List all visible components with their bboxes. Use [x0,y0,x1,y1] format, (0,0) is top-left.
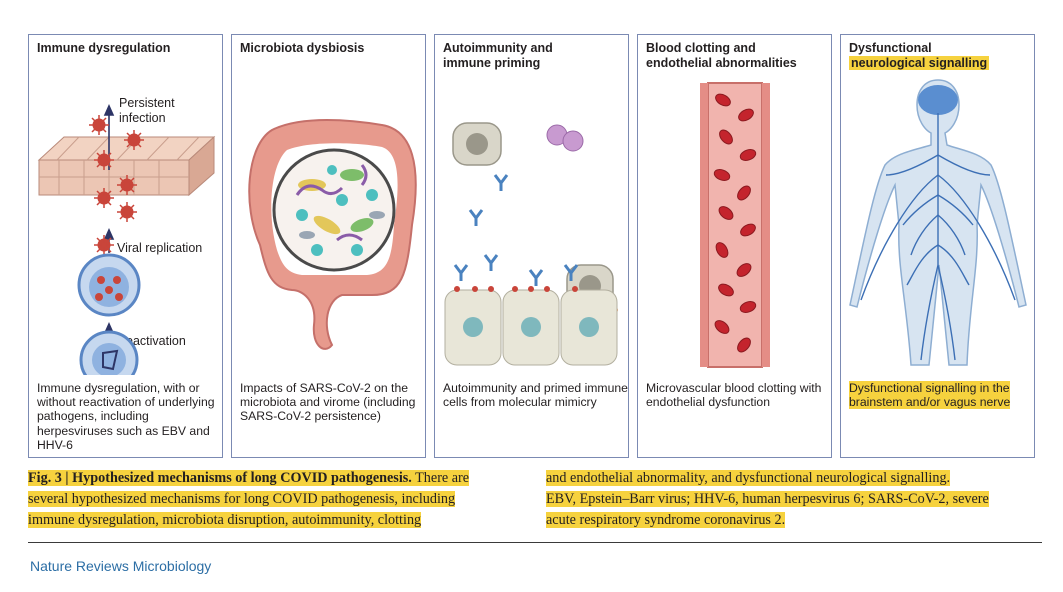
antibody-icon [453,174,579,286]
panel-description: Immune dysregulation, with or without re… [37,381,215,452]
host-cell-icon [444,289,618,366]
panel-title-line-1: Dysfunctional [849,41,932,55]
panel-immune-dysregulation: Immune dysregulation Persistent infectio… [28,34,223,458]
panel-title-line-2: neurological signalling [849,56,990,70]
panel-description: Autoimmunity and primed immune cells fro… [443,381,628,410]
infected-cell-icon [77,253,141,317]
microbe-icon [295,164,385,256]
panel-title-line-1: Blood clotting and [646,41,756,55]
figure-caption-left: Fig. 3 | Hypothesized mechanisms of long… [28,468,528,531]
viral-replication-label: Viral replication [117,241,202,255]
panel-title: Autoimmunity and immune priming [443,41,633,71]
panel-title: Microbiota dysbiosis [240,41,365,55]
panel-autoimmunity: Autoimmunity and immune priming [434,34,629,458]
figure-caption-right: and endothelial abnormality, and dysfunc… [546,468,1046,531]
caption-line: EBV, Epstein–Barr virus; HHV-6, human he… [546,491,989,507]
intestine-illustration [248,119,417,350]
caption-line: several hypothesized mechanisms for long… [28,491,456,507]
panel-description-text: Dysfunctional signalling in the brainste… [849,381,1011,410]
caption-line: immune dysregulation, microbiota disrupt… [28,512,422,528]
brain-icon [918,85,958,115]
blood-vessel-illustration [700,82,770,368]
divider [28,542,1042,543]
caption-line: There are [411,470,470,486]
panel-title: Dysfunctional neurological signalling [849,41,1039,71]
virus-icon [89,115,144,255]
persistent-infection-label-2: infection [119,111,166,125]
panel-blood-clotting: Blood clotting and endothelial abnormali… [637,34,832,458]
nervous-system-illustration [849,79,1027,366]
panel-title: Blood clotting and endothelial abnormali… [646,41,836,71]
autoimmunity-illustration [444,122,618,366]
persistent-infection-label: Persistent [119,96,175,110]
red-blood-cell-icon [713,93,757,353]
panel-description: Impacts of SARS-CoV-2 on the microbiota … [240,381,416,424]
caption-line: acute respiratory syndrome coronavirus 2… [546,512,786,528]
nerve-icon [860,113,1016,361]
panel-title-line-2: immune priming [443,56,541,70]
pathogen-icon [546,124,584,152]
figure-label: Fig. 3 | Hypothesized mechanisms of long… [28,470,412,486]
panel-microbiota-dysbiosis: Microbiota dysbiosis Impacts of SARS-CoV… [231,34,426,458]
immune-dysregulation-illustration: Persistent infection Viral replication R… [37,96,216,375]
epithelium-block-icon [37,135,216,197]
panel-description: Dysfunctional signalling in the brainste… [849,381,1035,410]
panel-title-line-2: endothelial abnormalities [646,56,797,70]
panel-title: Immune dysregulation [37,41,171,55]
reactivation-label: Reactivation [117,334,186,348]
journal-name[interactable]: Nature Reviews Microbiology [30,558,212,574]
caption-line: and endothelial abnormality, and dysfunc… [546,470,951,486]
latent-cell-icon [79,330,139,375]
panel-description: Microvascular blood clotting with endoth… [646,381,822,410]
panel-title-line-1: Autoimmunity and [443,41,553,55]
panel-neurological-signalling: Dysfunctional neurological signalling Dy… [840,34,1035,458]
